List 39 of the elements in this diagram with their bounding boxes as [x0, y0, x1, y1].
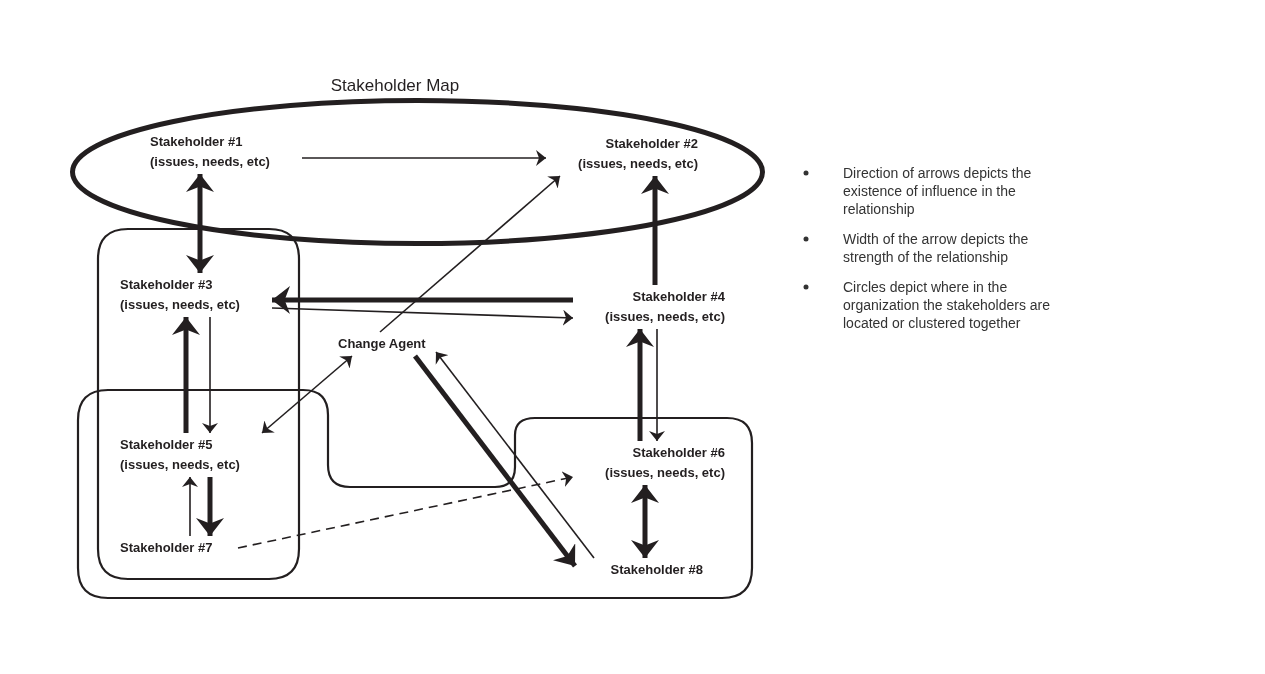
cluster-ellipse — [70, 98, 765, 246]
node-title: Change Agent — [338, 335, 427, 353]
node-title: Stakeholder #3 — [120, 276, 214, 294]
arrow — [182, 476, 198, 537]
diagram-title: Stakeholder Map — [329, 76, 461, 96]
arrow — [271, 307, 574, 326]
note: Circles depict where in the organization the stakeholders are located or clustered together — [843, 278, 1052, 332]
arrow — [301, 150, 547, 166]
arrow — [272, 286, 573, 314]
arrow — [202, 316, 218, 434]
node-title: Stakeholder #6 — [631, 444, 725, 462]
node-title: Stakeholder #7 — [120, 539, 214, 557]
arrow — [435, 351, 595, 559]
arrow — [196, 477, 224, 536]
arrow — [641, 176, 669, 285]
note: Direction of arrows depicts the existence of influence in the relationship — [843, 164, 1033, 218]
node-title: Stakeholder #2 — [604, 135, 698, 153]
arrow — [631, 485, 659, 558]
arrow — [379, 175, 561, 333]
cluster-outline — [78, 390, 752, 598]
node-description: (issues, needs, etc) — [604, 308, 725, 326]
node-description: (issues, needs, etc) — [604, 464, 725, 482]
dashed-arrow — [237, 471, 574, 549]
node-description: (issues, needs, etc) — [150, 153, 271, 171]
arrow — [186, 174, 214, 273]
arrow — [626, 329, 654, 441]
arrow — [172, 317, 200, 433]
arrow — [649, 328, 665, 442]
node-title: Stakeholder #4 — [631, 288, 725, 306]
node-title: Stakeholder #8 — [609, 561, 703, 579]
arrow — [261, 355, 353, 434]
arrow — [413, 354, 577, 568]
cluster-outline — [97, 228, 300, 580]
node-description: (issues, needs, etc) — [120, 456, 241, 474]
node-description: (issues, needs, etc) — [120, 296, 241, 314]
node-description: (issues, needs, etc) — [577, 155, 698, 173]
node-title: Stakeholder #5 — [120, 436, 214, 454]
node-title: Stakeholder #1 — [150, 133, 244, 151]
note: Width of the arrow depicts the strength of the relationship — [843, 230, 1030, 266]
